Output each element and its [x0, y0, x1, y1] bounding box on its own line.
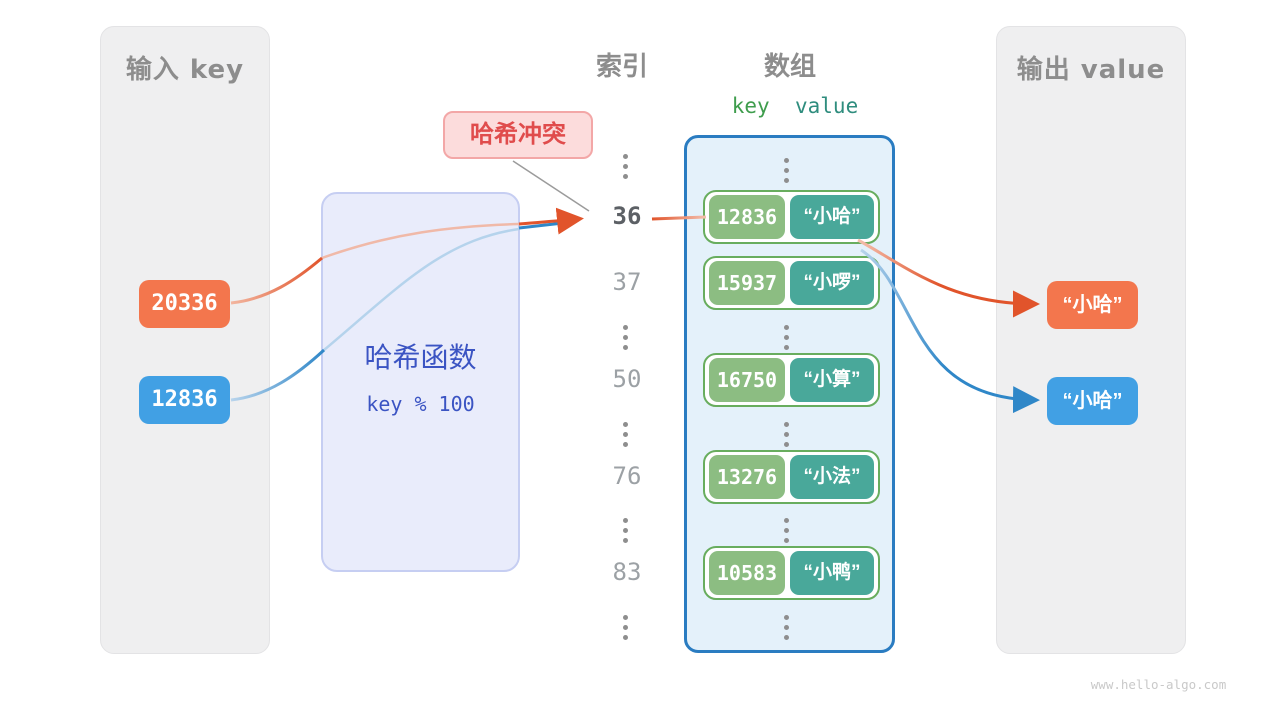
array-kv-header: key value [684, 94, 906, 118]
ellipsis-dots [623, 515, 628, 545]
value-header-label: value [795, 94, 859, 118]
array-value-cell: “小法” [790, 455, 874, 499]
output-panel: 输出 value [996, 26, 1186, 654]
output-value-orange: “小哈” [1047, 281, 1138, 329]
collision-pointer-line [512, 160, 590, 212]
array-value-cell: “小啰” [790, 261, 874, 305]
input-key-12836: 12836 [139, 376, 230, 424]
ellipsis-dots [623, 151, 628, 181]
ellipsis-dots [784, 155, 789, 185]
key-header-label: key [731, 94, 770, 118]
array-row-2: 16750 “小算” [703, 353, 880, 407]
array-key-cell: 12836 [709, 195, 785, 239]
array-value-cell: “小算” [790, 358, 874, 402]
array-key-cell: 13276 [709, 455, 785, 499]
ellipsis-dots [784, 322, 789, 352]
input-panel: 输入 key [100, 26, 270, 654]
arrow-merge-blue [518, 220, 573, 230]
hash-collision-badge: 哈希冲突 [443, 111, 593, 159]
output-value-blue: “小哈” [1047, 377, 1138, 425]
ellipsis-dots [784, 515, 789, 545]
array-value-cell: “小鸭” [790, 551, 874, 595]
input-panel-title: 输入 key [125, 55, 245, 85]
array-row-1: 15937 “小啰” [703, 256, 880, 310]
input-key-20336: 20336 [139, 280, 230, 328]
hash-function-title: 哈希函数 [364, 342, 477, 373]
array-row-4: 10583 “小鸭” [703, 546, 880, 600]
arrow-to-index-36 [518, 207, 584, 235]
index-value-76: 76 [612, 462, 642, 490]
index-value-37: 37 [612, 268, 642, 296]
output-panel-title: 输出 value [1016, 55, 1166, 85]
ellipsis-dots [623, 419, 628, 449]
array-row-3: 13276 “小法” [703, 450, 880, 504]
array-value-cell: “小哈” [790, 195, 874, 239]
ellipsis-dots [784, 612, 789, 642]
ellipsis-dots [784, 419, 789, 449]
watermark: www.hello-algo.com [1090, 677, 1227, 692]
array-key-cell: 15937 [709, 261, 785, 305]
array-key-cell: 10583 [709, 551, 785, 595]
index-value-83: 83 [612, 558, 642, 586]
array-key-cell: 16750 [709, 358, 785, 402]
index-value-36: 36 [612, 202, 642, 230]
ellipsis-dots [623, 322, 628, 352]
index-column-header: 索引 [595, 52, 648, 82]
hash-function-formula: key % 100 [366, 392, 475, 416]
hash-function-box: 哈希函数 key % 100 [321, 192, 520, 572]
index-value-50: 50 [612, 365, 642, 393]
array-column-header: 数组 [763, 52, 816, 82]
array-row-0: 12836 “小哈” [703, 190, 880, 244]
ellipsis-dots [623, 612, 628, 642]
